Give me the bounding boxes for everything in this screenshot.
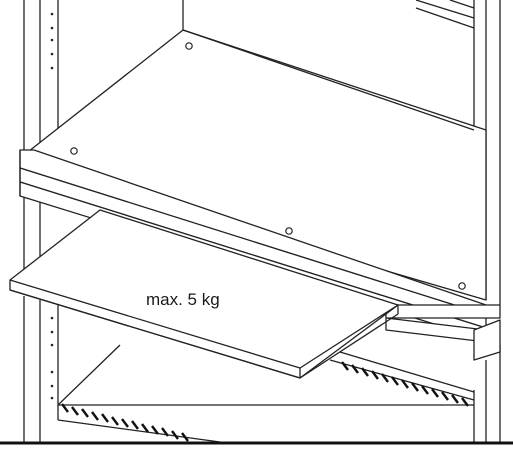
max-load-label: max. 5 kg — [146, 290, 220, 309]
left-peg-holes — [50, 12, 54, 400]
lower-shelf — [57, 344, 475, 443]
right-bracket — [385, 304, 501, 361]
pullout-shelf — [9, 209, 399, 379]
left-side-panel — [23, 0, 59, 442]
